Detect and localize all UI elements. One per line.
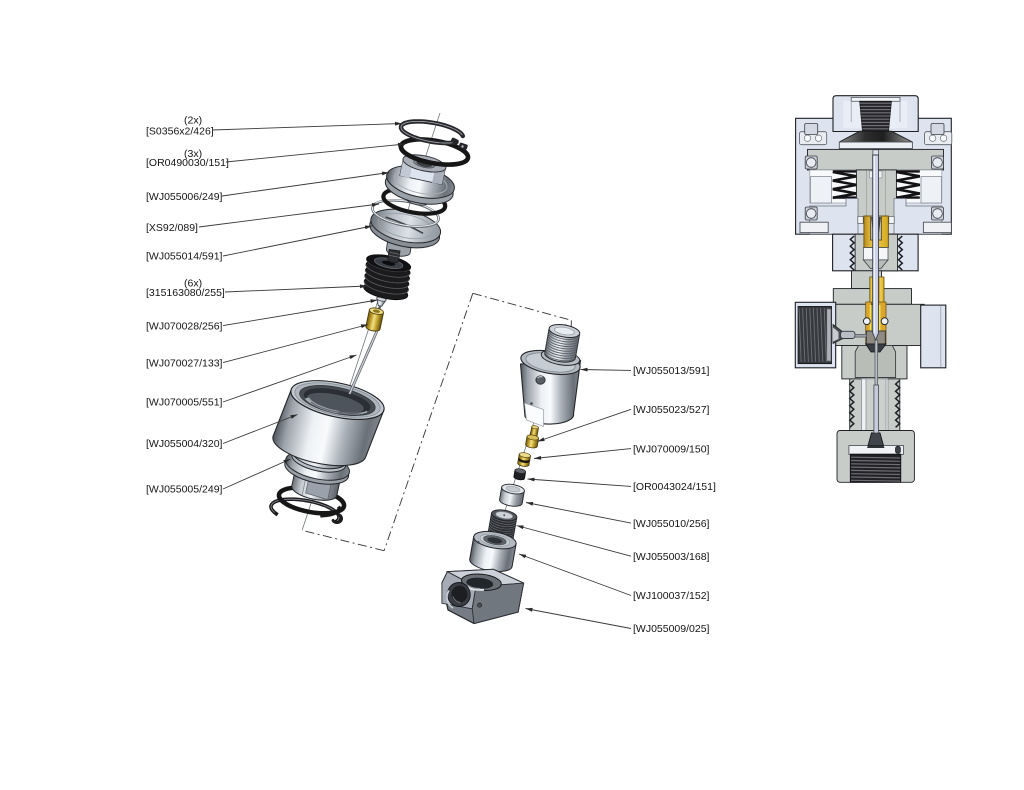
svg-text:[OR0043024/151]: [OR0043024/151]	[633, 481, 716, 493]
svg-text:[WJ070005/551]: [WJ070005/551]	[146, 397, 223, 409]
svg-text:[WJ055013/591]: [WJ055013/591]	[633, 365, 710, 377]
svg-text:(2x): (2x)	[184, 115, 202, 127]
svg-text:[WJ070028/256]: [WJ070028/256]	[146, 320, 223, 332]
svg-text:[WJ100037/152]: [WJ100037/152]	[633, 590, 710, 602]
svg-text:[S0356x2/426]: [S0356x2/426]	[146, 125, 214, 137]
svg-text:[WJ055003/168]: [WJ055003/168]	[633, 551, 710, 563]
svg-text:[WJ055014/591]: [WJ055014/591]	[146, 251, 223, 263]
svg-text:[WJ070009/150]: [WJ070009/150]	[633, 443, 710, 455]
svg-text:(6x): (6x)	[184, 277, 202, 289]
svg-text:[XS92/089]: [XS92/089]	[146, 222, 198, 234]
svg-text:(3x): (3x)	[184, 148, 202, 160]
svg-text:[WJ055005/249]: [WJ055005/249]	[146, 484, 223, 496]
svg-text:[WJ055009/025]: [WJ055009/025]	[633, 623, 710, 635]
svg-text:[WJ055004/320]: [WJ055004/320]	[146, 438, 223, 450]
svg-text:[WJ055023/527]: [WJ055023/527]	[633, 404, 710, 416]
svg-text:[OR0490030/151]: [OR0490030/151]	[146, 157, 229, 169]
svg-text:[WJ055010/256]: [WJ055010/256]	[633, 518, 710, 530]
svg-text:[WJ070027/133]: [WJ070027/133]	[146, 357, 223, 369]
svg-text:[315163080/255]: [315163080/255]	[146, 287, 225, 299]
svg-text:[WJ055006/249]: [WJ055006/249]	[146, 191, 223, 203]
